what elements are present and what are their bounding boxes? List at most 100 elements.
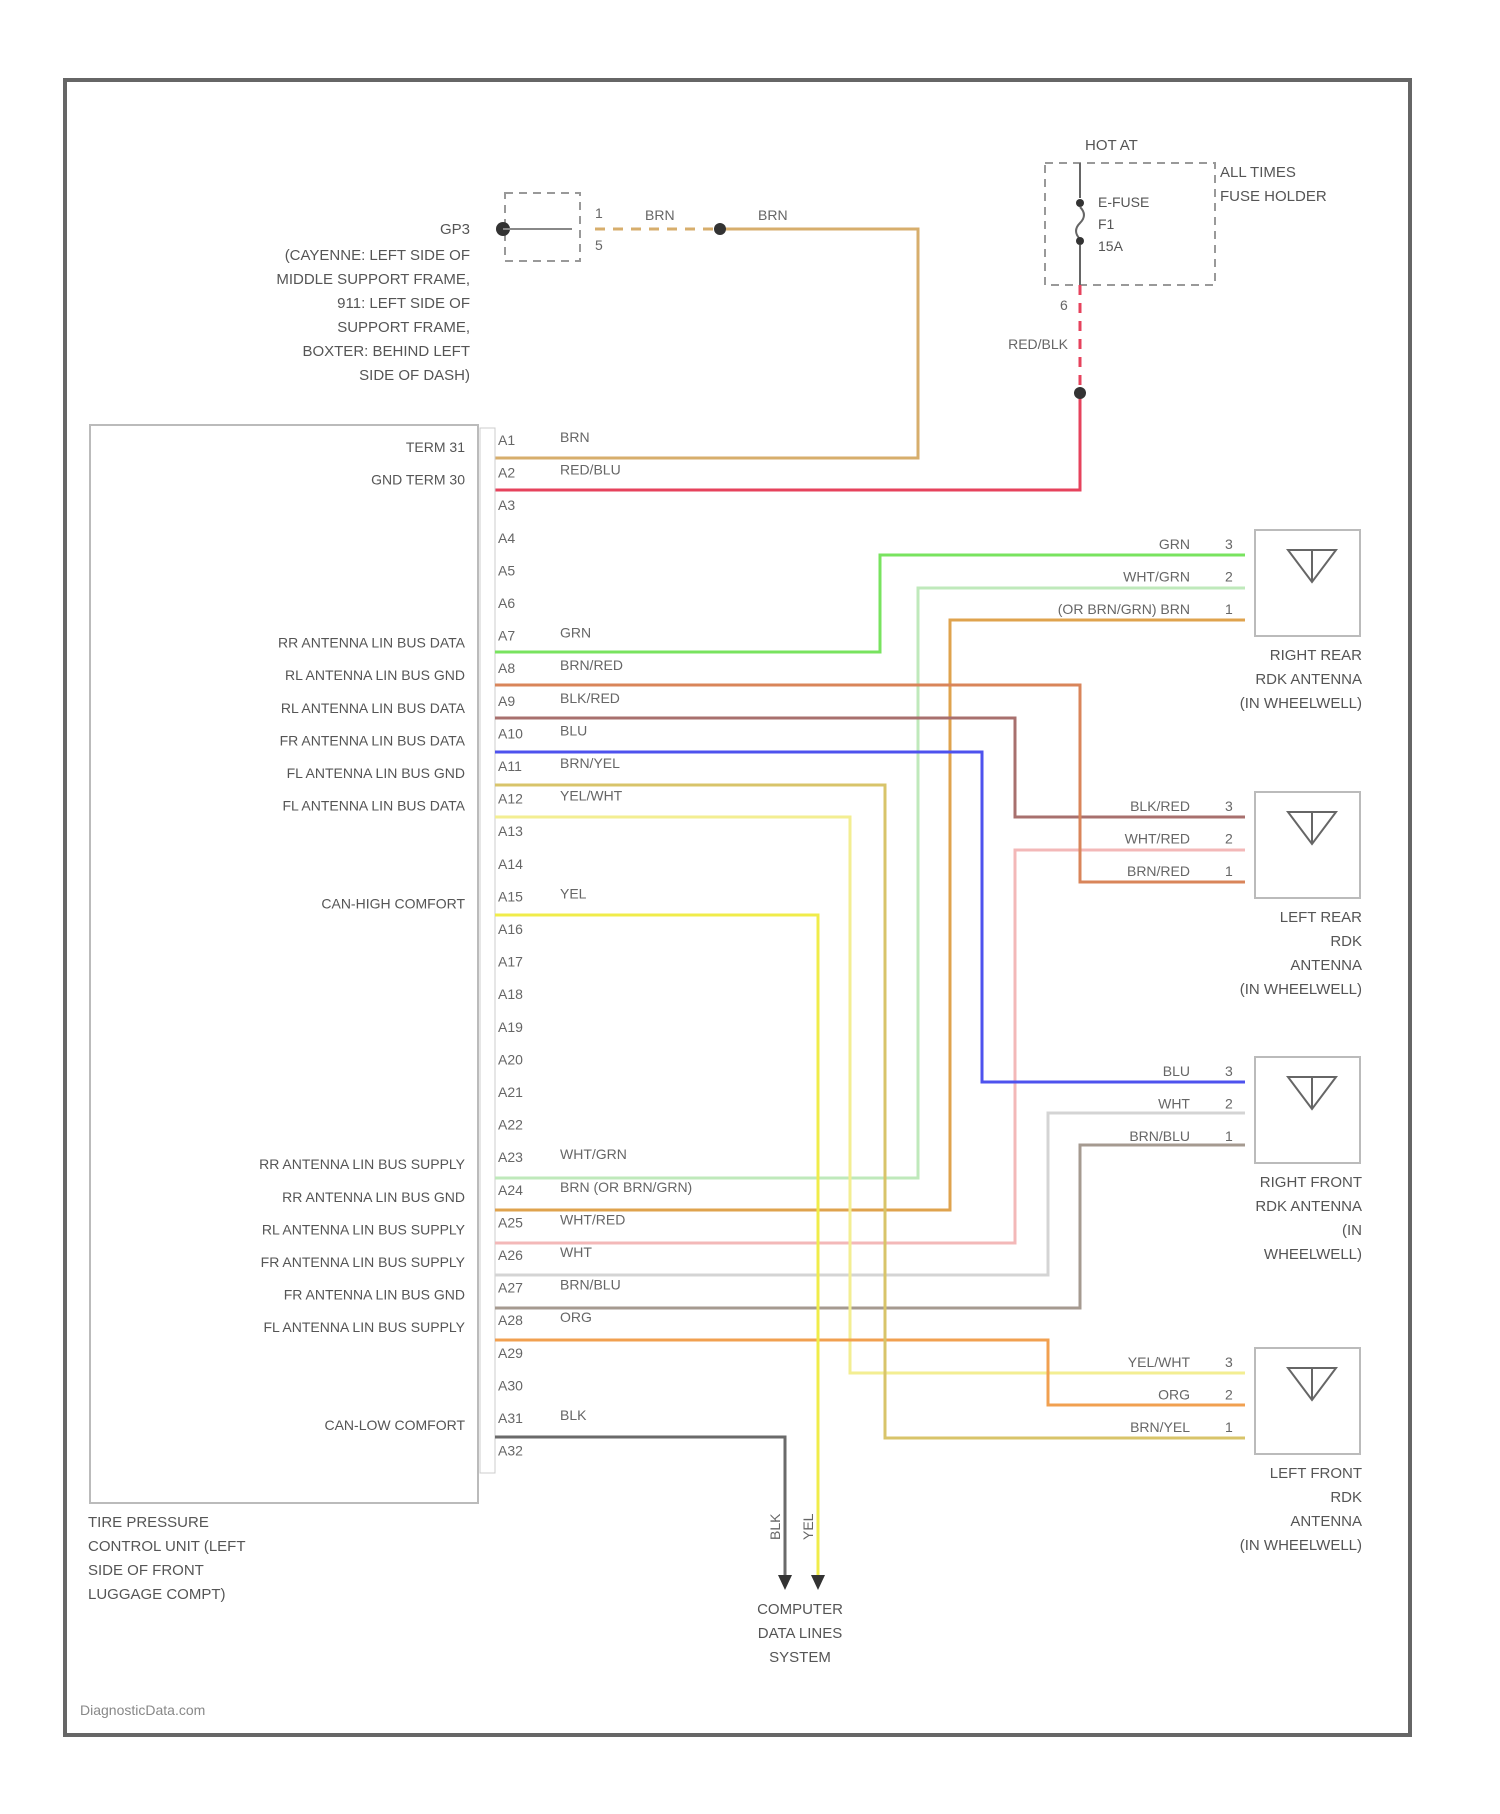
antenna-pin: 2 — [1225, 831, 1233, 847]
wire-blk-a31 — [495, 1437, 785, 1575]
gp3-wire-label-1: BRN — [645, 207, 675, 223]
pin-function-a7: RR ANTENNA LIN BUS DATA — [278, 635, 466, 651]
antenna-wire-label: GRN — [1159, 536, 1190, 552]
data-lines-name-2: DATA LINES — [758, 1625, 842, 1642]
antenna-name-line: ANTENNA — [1290, 1513, 1362, 1530]
antenna-wire-label: YEL/WHT — [1128, 1354, 1191, 1370]
data-lines-name-1: COMPUTER — [757, 1601, 843, 1618]
antenna-wire-label: BRN/RED — [1127, 863, 1190, 879]
antenna-pin: 3 — [1225, 798, 1233, 814]
pin-function-a8: RL ANTENNA LIN BUS GND — [285, 667, 465, 683]
antenna-group: GRN3WHT/GRN2(OR BRN/GRN) BRN1RIGHT REARR… — [1058, 530, 1362, 1554]
gp3-connector: 1 5 GP3 (CAYENNE: LEFT SIDE OF MIDDLE SU… — [276, 193, 603, 384]
control-unit-pin-a26: A26 — [498, 1247, 523, 1263]
arrow-yel-icon — [811, 1575, 825, 1590]
pin-wire-label-a28: ORG — [560, 1309, 592, 1325]
antenna-4: YEL/WHT3ORG2BRN/YEL1LEFT FRONTRDKANTENNA… — [1128, 1348, 1362, 1554]
gp3-pin-bottom: 5 — [595, 237, 603, 253]
control-unit-pin-a21: A21 — [498, 1084, 523, 1100]
splice-node-redblk — [1074, 387, 1086, 399]
antenna-name-line: RIGHT REAR — [1270, 647, 1362, 664]
antenna-wire-label: BRN/BLU — [1129, 1128, 1190, 1144]
control-unit-pin-a16: A16 — [498, 921, 523, 937]
gp3-pin-top: 1 — [595, 205, 603, 221]
gp3-location-line-2: MIDDLE SUPPORT FRAME, — [276, 271, 470, 288]
control-unit: A1TERM 31BRNA2GND TERM 30RED/BLUA3A4A5A6… — [88, 425, 692, 1603]
antenna-pin: 2 — [1225, 1096, 1233, 1112]
pin-function-a23: RR ANTENNA LIN BUS SUPPLY — [259, 1156, 466, 1172]
antenna-name-line: (IN WHEELWELL) — [1240, 695, 1362, 712]
fuse-line-3: 15A — [1098, 238, 1124, 254]
control-unit-pin-a7: A7 — [498, 628, 515, 644]
control-unit-pin-a4: A4 — [498, 530, 515, 546]
control-unit-caption-4: LUGGAGE COMPT) — [88, 1586, 226, 1603]
antenna-pin: 1 — [1225, 863, 1233, 879]
control-unit-pin-a9: A9 — [498, 693, 515, 709]
antenna-wire-label: (OR BRN/GRN) BRN — [1058, 601, 1190, 617]
antenna-wire-label: WHT/RED — [1125, 831, 1190, 847]
antenna-box — [1255, 530, 1360, 636]
control-unit-pin-a5: A5 — [498, 562, 515, 578]
antenna-name-line: RDK ANTENNA — [1255, 1198, 1362, 1215]
antenna-2: BLK/RED3WHT/RED2BRN/RED1LEFT REARRDKANTE… — [1125, 792, 1362, 998]
data-lines-name-3: SYSTEM — [769, 1649, 831, 1666]
pin-wire-label-a25: WHT/RED — [560, 1211, 625, 1227]
fuse-element-icon — [1076, 207, 1084, 239]
control-unit-pin-a13: A13 — [498, 823, 523, 839]
antenna-wire-label: BLU — [1163, 1063, 1190, 1079]
gp3-wire-label-2: BRN — [758, 207, 788, 223]
data-line-label-yel: YEL — [800, 1513, 816, 1540]
control-unit-pin-a28: A28 — [498, 1312, 523, 1328]
control-unit-pin-a23: A23 — [498, 1149, 523, 1165]
pin-function-a9: RL ANTENNA LIN BUS DATA — [281, 700, 466, 716]
control-unit-pin-a15: A15 — [498, 888, 523, 904]
gp3-location-line-1: (CAYENNE: LEFT SIDE OF — [285, 247, 470, 264]
control-unit-pin-a8: A8 — [498, 660, 515, 676]
antenna-name-line: LEFT FRONT — [1270, 1465, 1362, 1482]
pin-wire-label-a12: YEL/WHT — [560, 788, 623, 804]
antenna-name-line: (IN WHEELWELL) — [1240, 981, 1362, 998]
fuse-line-1: E-FUSE — [1098, 194, 1149, 210]
antenna-name-line: RDK — [1330, 1489, 1362, 1506]
pin-wire-label-a2: RED/BLU — [560, 462, 621, 478]
control-unit-pin-a30: A30 — [498, 1377, 523, 1393]
control-unit-pin-a18: A18 — [498, 986, 523, 1002]
pin-function-a31: CAN-LOW COMFORT — [324, 1417, 465, 1433]
fuse-holder: HOT AT E-FUSE F1 15A ALL TIMES FUSE HOLD… — [1045, 137, 1327, 313]
pin-function-a12: FL ANTENNA LIN BUS DATA — [282, 798, 465, 814]
fuse-holder-line-1: ALL TIMES — [1220, 164, 1296, 181]
pin-wire-label-a24: BRN (OR BRN/GRN) — [560, 1179, 692, 1195]
pin-wire-label-a31: BLK — [560, 1407, 587, 1423]
computer-data-lines: BLK YEL COMPUTER DATA LINES SYSTEM — [757, 1513, 843, 1666]
control-unit-pin-a32: A32 — [498, 1443, 523, 1459]
control-unit-caption-3: SIDE OF FRONT — [88, 1562, 204, 1579]
pin-function-a26: FR ANTENNA LIN BUS SUPPLY — [261, 1254, 466, 1270]
pin-wire-label-a9: BLK/RED — [560, 690, 620, 706]
pin-function-a27: FR ANTENNA LIN BUS GND — [284, 1287, 465, 1303]
control-unit-pin-strip — [480, 428, 495, 1473]
arrow-blk-icon — [778, 1575, 792, 1590]
control-unit-pin-a1: A1 — [498, 432, 515, 448]
diagram-frame — [65, 80, 1410, 1735]
control-unit-caption-1: TIRE PRESSURE — [88, 1514, 209, 1531]
gp3-connector-box — [505, 193, 580, 261]
antenna-name-line: RDK — [1330, 933, 1362, 950]
antenna-box — [1255, 792, 1360, 898]
control-unit-pin-a24: A24 — [498, 1182, 523, 1198]
antenna-pin: 1 — [1225, 1128, 1233, 1144]
pin-function-a25: RL ANTENNA LIN BUS SUPPLY — [262, 1221, 466, 1237]
pin-wire-label-a1: BRN — [560, 429, 590, 445]
gp3-location-line-4: SUPPORT FRAME, — [337, 319, 470, 336]
pin-function-a11: FL ANTENNA LIN BUS GND — [287, 765, 465, 781]
pin-wire-label-a27: BRN/BLU — [560, 1277, 621, 1293]
pin-function-a10: FR ANTENNA LIN BUS DATA — [280, 732, 466, 748]
antenna-name-line: LEFT REAR — [1280, 909, 1362, 926]
control-unit-pin-a2: A2 — [498, 465, 515, 481]
fuse-hot-label: HOT AT — [1085, 137, 1138, 154]
control-unit-pin-a3: A3 — [498, 497, 515, 513]
pin-wire-label-a7: GRN — [560, 625, 591, 641]
antenna-name-line: ANTENNA — [1290, 957, 1362, 974]
wire-brn-term31: BRN BRN — [495, 207, 918, 458]
pin-wire-label-a8: BRN/RED — [560, 657, 623, 673]
control-unit-pin-a22: A22 — [498, 1117, 523, 1133]
